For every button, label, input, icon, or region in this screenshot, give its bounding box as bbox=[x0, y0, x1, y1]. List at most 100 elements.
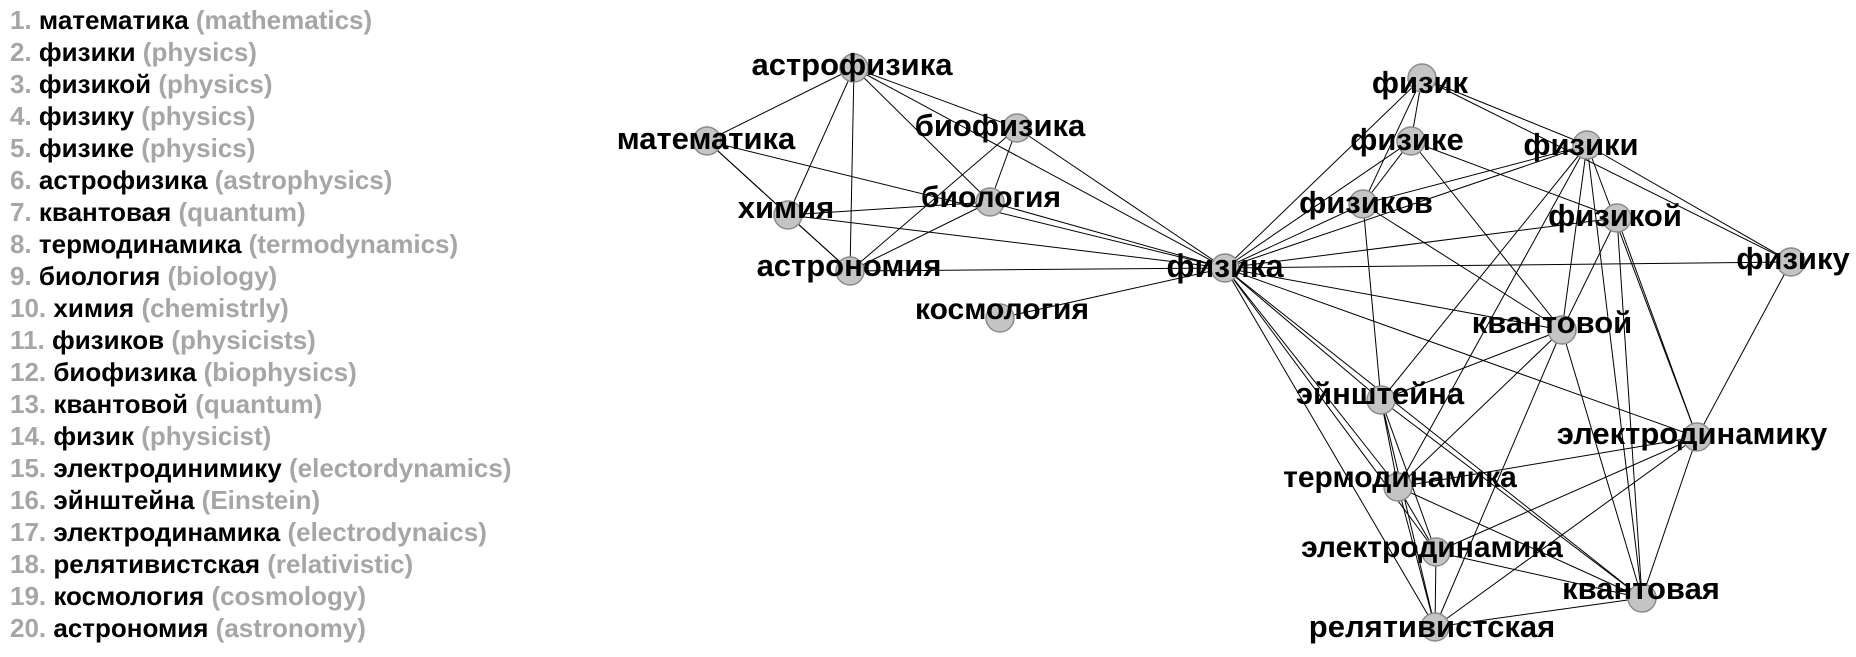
edge-astrofizika-matematika bbox=[706, 67, 855, 142]
legend-number: 19. bbox=[10, 581, 54, 611]
node-label-kvantovoy: квантовой bbox=[1472, 305, 1632, 340]
edge-fizika-kvantovaya bbox=[1224, 267, 1643, 599]
legend-translation: (astronomy) bbox=[215, 613, 366, 643]
legend-term: химия bbox=[53, 293, 142, 323]
node-label-fizika: физика bbox=[1166, 248, 1283, 284]
legend-translation: (biology) bbox=[167, 261, 278, 291]
legend-row: 13. квантовой (quantum) bbox=[10, 388, 610, 420]
node-fizika bbox=[1210, 253, 1240, 283]
edge-biologiya-khimiya bbox=[787, 201, 991, 216]
legend-number: 1. bbox=[10, 5, 39, 35]
node-label-fiziki: физики bbox=[1523, 127, 1638, 162]
legend-translation: (relativistic) bbox=[267, 549, 414, 579]
legend-translation: (mathematics) bbox=[195, 5, 373, 35]
edge-einshteina-relyativistskaya bbox=[1380, 399, 1436, 628]
legend-number: 11. bbox=[10, 325, 52, 355]
node-label-termodinamika: термодинамика bbox=[1283, 461, 1517, 494]
legend-term: термодинамика bbox=[38, 229, 249, 259]
legend-row: 18. релятивистская (relativistic) bbox=[10, 548, 610, 580]
node-elektrodinamiku bbox=[1682, 422, 1712, 452]
legend-translation: (Einstein) bbox=[201, 485, 321, 515]
legend-translation: (physicists) bbox=[171, 325, 316, 355]
node-kosmologiya bbox=[985, 303, 1015, 333]
edge-fizika-einshteina bbox=[1224, 267, 1382, 401]
legend-row: 12. биофизика (biophysics) bbox=[10, 356, 610, 388]
edge-fizik-fiziku bbox=[1421, 77, 1792, 263]
edge-fizika-fizikoy bbox=[1224, 217, 1618, 269]
node-khimiya bbox=[773, 200, 803, 230]
legend-term: космология bbox=[53, 581, 212, 611]
edge-fizik-fiziki bbox=[1421, 77, 1588, 146]
edge-biologiya-fizika bbox=[989, 201, 1226, 269]
node-einshteina bbox=[1366, 385, 1396, 415]
edge-fiziki-kvantovoy bbox=[1561, 144, 1588, 331]
node-label-relyativistskaya: релятивистская bbox=[1309, 609, 1555, 644]
node-kvantovoy bbox=[1547, 315, 1577, 345]
legend-number: 20. bbox=[10, 613, 54, 643]
legend-number: 9. bbox=[10, 261, 39, 291]
legend-row: 5. физике (physics) bbox=[10, 132, 610, 164]
legend-term: биология bbox=[38, 261, 168, 291]
legend-row: 9. биология (biology) bbox=[10, 260, 610, 292]
legend-number: 14. bbox=[10, 421, 54, 451]
legend-row: 15. электродинимику (electordynamics) bbox=[10, 452, 610, 484]
legend-translation: (physics) bbox=[158, 69, 273, 99]
legend-row: 2. физики (physics) bbox=[10, 36, 610, 68]
edge-fizika-kvantovoy bbox=[1224, 267, 1563, 331]
legend-number: 4. bbox=[10, 101, 39, 131]
legend-translation: (biophysics) bbox=[203, 357, 357, 387]
node-label-matematika: математика bbox=[617, 121, 796, 156]
legend-translation: (physics) bbox=[141, 133, 256, 163]
legend-term: квантовой bbox=[53, 389, 196, 419]
edge-astrofizika-khimiya bbox=[787, 67, 855, 216]
node-relyativistskaya bbox=[1420, 612, 1450, 642]
node-label-biologiya: биология bbox=[921, 181, 1061, 214]
legend-translation: (physics) bbox=[142, 37, 257, 67]
edge-fizika-fizik bbox=[1224, 77, 1423, 269]
edge-matematika-fizika bbox=[706, 140, 1226, 269]
edge-khimiya-fizika bbox=[787, 214, 1226, 269]
legend-term: электродинамика bbox=[53, 517, 288, 547]
edge-biologiya-astronomiya bbox=[849, 201, 991, 272]
edge-fizikov-einshteina bbox=[1362, 203, 1382, 401]
legend-number: 7. bbox=[10, 197, 39, 227]
legend-number: 17. bbox=[10, 517, 54, 547]
edge-fiziki-kvantovaya bbox=[1586, 144, 1643, 599]
node-label-fizik: физик bbox=[1372, 65, 1469, 100]
node-astrofizika bbox=[839, 53, 869, 83]
node-fizike bbox=[1396, 126, 1426, 156]
node-label-kvantovaya: квантовая bbox=[1562, 571, 1720, 606]
legend-translation: (cosmology) bbox=[211, 581, 367, 611]
node-label-einshteina: эйнштейна bbox=[1296, 376, 1465, 411]
legend-number: 15. bbox=[10, 453, 54, 483]
node-matematika bbox=[692, 126, 722, 156]
node-label-fizikov: физиков bbox=[1299, 185, 1433, 220]
node-fizikoy bbox=[1602, 203, 1632, 233]
node-label-elektrodinamika: электродинамика bbox=[1301, 531, 1563, 564]
node-label-fiziku: физику bbox=[1736, 241, 1850, 276]
legend-term: астрофизика bbox=[38, 165, 215, 195]
edge-fizike-fizikoy bbox=[1410, 140, 1618, 219]
edge-kvantovoy-termodinamika bbox=[1397, 329, 1563, 488]
legend-term: биофизика bbox=[53, 357, 204, 387]
legend-row: 8. термодинамика (termodynamics) bbox=[10, 228, 610, 260]
legend-number: 12. bbox=[10, 357, 54, 387]
edge-kvantovoy-einshteina bbox=[1380, 329, 1563, 401]
edge-fizikoy-elektrodinamiku bbox=[1616, 217, 1698, 438]
edge-astrofizika-biofizika bbox=[853, 67, 1018, 129]
legend-term: релятивистская bbox=[53, 549, 268, 579]
legend-row: 19. космология (cosmology) bbox=[10, 580, 610, 612]
legend-translation: (quantum) bbox=[195, 389, 323, 419]
edge-kvantovoy-relyativistskaya bbox=[1434, 329, 1563, 628]
edge-astrofizika-astronomiya bbox=[849, 67, 855, 272]
legend-number: 16. bbox=[10, 485, 54, 515]
edge-fizikov-fiziki bbox=[1362, 144, 1588, 205]
node-biofizika bbox=[1002, 113, 1032, 143]
edge-termodinamika-relyativistskaya bbox=[1397, 486, 1436, 628]
node-label-khimiya: химия bbox=[738, 190, 834, 225]
legend-number: 18. bbox=[10, 549, 54, 579]
edge-fizika-fizike bbox=[1224, 140, 1412, 269]
legend-translation: (termodynamics) bbox=[248, 229, 459, 259]
edge-einshteina-termodinamika bbox=[1380, 399, 1399, 488]
